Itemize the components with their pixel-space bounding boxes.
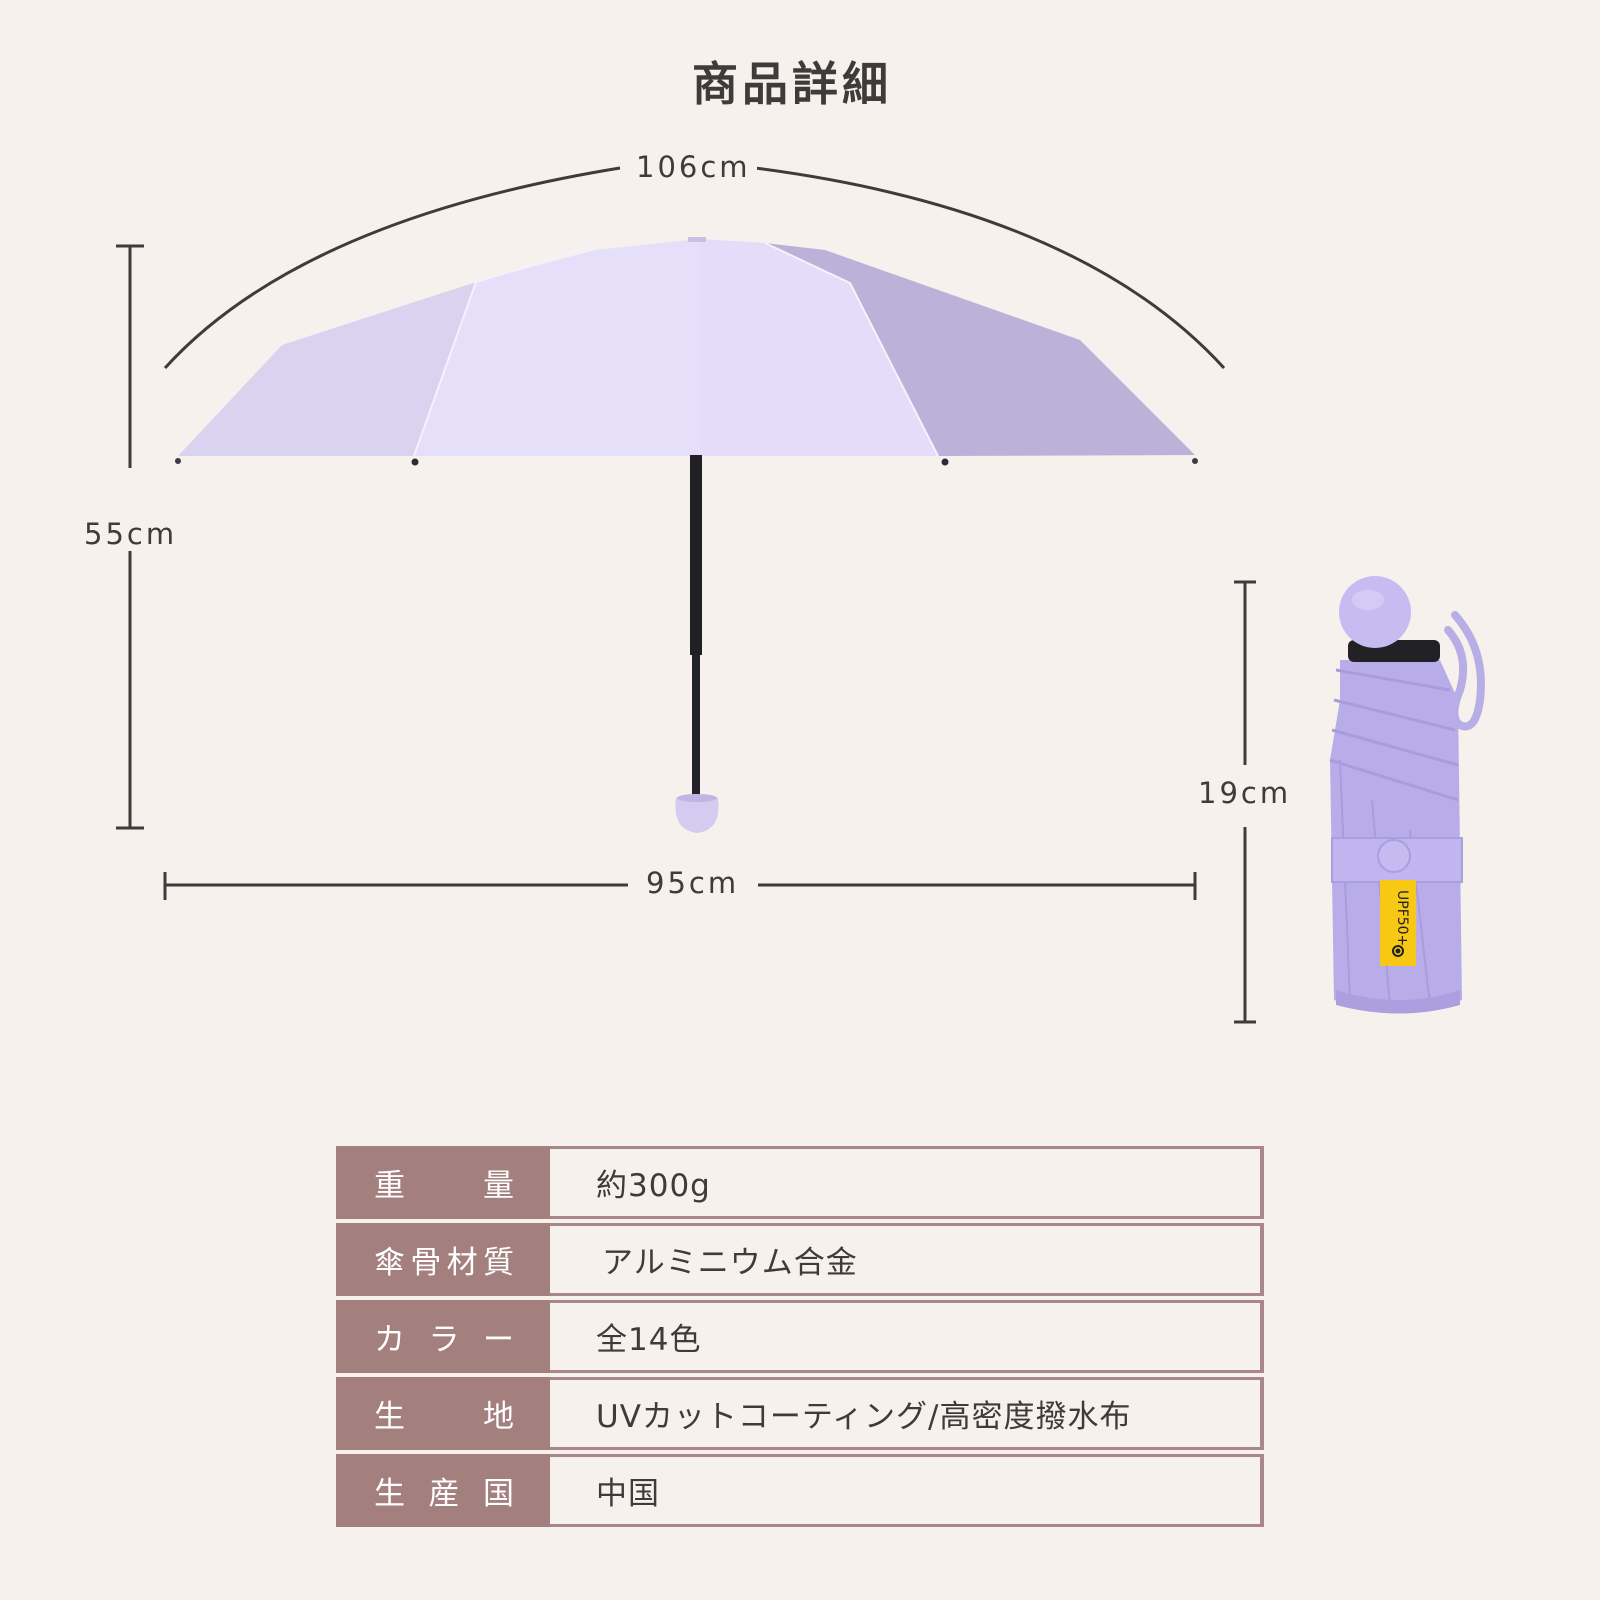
folded-dimension-label: 19cm (1192, 776, 1298, 810)
spec-label-fabric: 生 地 (336, 1377, 550, 1450)
umbrella-dimension-diagram: UPF50+ (116, 166, 1485, 1024)
arc-dimension-label: 106cm (630, 150, 757, 184)
spec-row-frame-material: 傘 骨 材 質 アルミニウム合金 (336, 1223, 1264, 1296)
spec-value-color: 全14色 (550, 1300, 1264, 1373)
spec-label-char: 生 (374, 1476, 405, 1512)
spec-label-char: ー (483, 1322, 514, 1358)
spec-value-fabric: UVカットコーティング/高密度撥水布 (550, 1377, 1264, 1450)
open-umbrella-canopy (175, 237, 1198, 466)
spec-label-char: 生 (374, 1399, 405, 1435)
spec-label-char: 量 (483, 1168, 514, 1204)
spec-label-char: 重 (374, 1168, 405, 1204)
umbrella-shaft (675, 455, 719, 833)
spec-label-char: 地 (483, 1399, 514, 1435)
spec-row-weight: 重 量 約300g (336, 1146, 1264, 1219)
spec-row-color: カ ラ ー 全14色 (336, 1300, 1264, 1373)
spec-label-origin: 生 産 国 (336, 1454, 550, 1527)
spec-label-char: 材 (446, 1245, 478, 1281)
folded-dimension-line (1234, 580, 1256, 1024)
spec-label-char: ラ (428, 1322, 460, 1358)
spec-label-char: 質 (482, 1245, 514, 1281)
spec-row-origin: 生 産 国 中国 (336, 1454, 1264, 1527)
width-dimension-line (163, 872, 1197, 900)
arc-dimension-line-right (754, 166, 1226, 370)
spec-label-weight: 重 量 (336, 1146, 550, 1219)
page-title: 商品詳細 (692, 57, 892, 111)
spec-row-fabric: 生 地 UVカットコーティング/高密度撥水布 (336, 1377, 1264, 1450)
spec-label-char: 産 (428, 1476, 460, 1512)
spec-label-frame-material: 傘 骨 材 質 (336, 1223, 550, 1296)
spec-label-color: カ ラ ー (336, 1300, 550, 1373)
spec-label-char: 骨 (410, 1245, 442, 1281)
folded-umbrella: UPF50+ (1329, 576, 1485, 1014)
arc-dimension-line-left (163, 166, 621, 370)
spec-label-char: カ (374, 1322, 405, 1358)
height-dimension-line (116, 244, 144, 830)
spec-label-char: 国 (483, 1476, 514, 1512)
upf-tag-text: UPF50+ (1394, 890, 1410, 946)
spec-value-origin: 中国 (550, 1454, 1264, 1527)
width-dimension-label: 95cm (640, 866, 746, 900)
spec-value-frame-material: アルミニウム合金 (550, 1223, 1264, 1296)
spec-label-char: 傘 (374, 1245, 405, 1281)
height-dimension-label: 55cm (78, 517, 184, 551)
spec-value-weight: 約300g (550, 1146, 1264, 1219)
